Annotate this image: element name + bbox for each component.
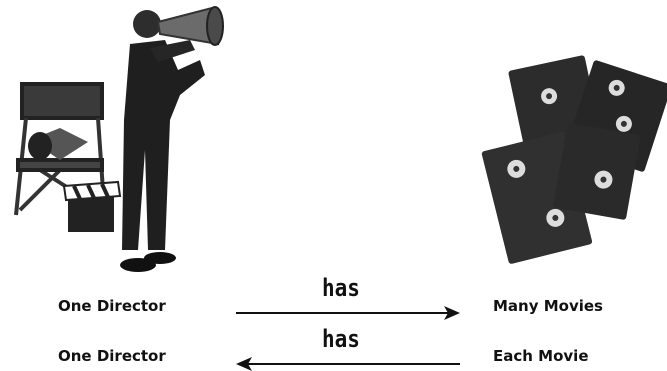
row2-relation-label: has — [322, 325, 360, 353]
row1-left-label: One Director — [58, 297, 166, 315]
row1-right-label: Many Movies — [493, 297, 603, 315]
clapperboard-icon — [64, 182, 120, 232]
arrow-right — [236, 306, 460, 320]
arrow-left — [236, 357, 460, 371]
small-megaphone-icon — [28, 128, 88, 160]
row2-right-label: Each Movie — [493, 347, 589, 365]
row2-left-label: One Director — [58, 347, 166, 365]
vhs-tapes-icon — [481, 55, 667, 265]
row1-relation-label: has — [322, 274, 360, 302]
man-with-megaphone-icon — [120, 7, 223, 272]
